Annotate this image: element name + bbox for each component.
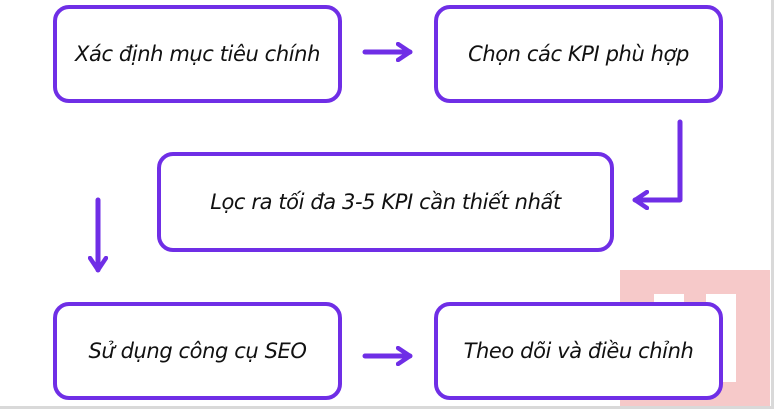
step-label: Lọc ra tối đa 3-5 KPI cần thiết nhất — [210, 190, 561, 214]
step-box-filter-kpi: Lọc ra tối đa 3-5 KPI cần thiết nhất — [157, 152, 614, 252]
step-label: Sử dụng công cụ SEO — [88, 339, 307, 363]
step-box-use-seo-tools: Sử dụng công cụ SEO — [53, 302, 342, 400]
step-box-choose-kpi: Chọn các KPI phù hợp — [434, 5, 723, 103]
step-label: Chọn các KPI phù hợp — [468, 42, 689, 66]
step-label: Xác định mục tiêu chính — [74, 42, 320, 66]
arrow-step2-to-step3 — [632, 119, 683, 200]
step-box-define-goal: Xác định mục tiêu chính — [53, 5, 342, 103]
step-label: Theo dõi và điều chỉnh — [463, 339, 694, 363]
step-box-monitor-adjust: Theo dõi và điều chỉnh — [434, 302, 723, 400]
